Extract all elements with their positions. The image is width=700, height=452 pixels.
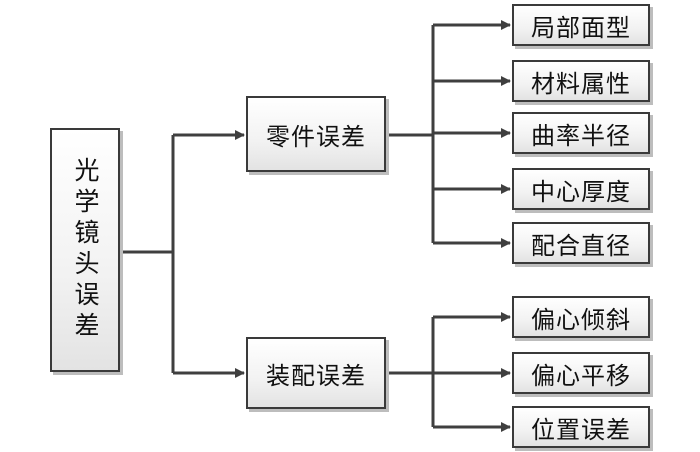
leaf-node-label: 位置误差 xyxy=(531,415,631,444)
leaf-node-label: 中心厚度 xyxy=(531,177,631,206)
leaf-node-decenter-shift: 偏心平移 xyxy=(512,352,650,394)
leaf-node-label: 局部面型 xyxy=(531,13,631,42)
leaf-node-label: 曲率半径 xyxy=(531,121,631,150)
leaf-node-position-error: 位置误差 xyxy=(512,406,650,448)
root-node-optical-lens-error: 光学镜头误差 xyxy=(50,128,120,372)
leaf-node-label: 材料属性 xyxy=(531,69,631,98)
leaf-node-center-thickness: 中心厚度 xyxy=(512,168,650,210)
branch-node-part-error: 零件误差 xyxy=(246,96,386,172)
leaf-node-label: 偏心倾斜 xyxy=(531,305,631,334)
leaf-node-decenter-tilt: 偏心倾斜 xyxy=(512,296,650,338)
branch-node-label: 零件误差 xyxy=(266,122,366,151)
leaf-node-material-property: 材料属性 xyxy=(512,60,650,102)
leaf-node-fit-diameter: 配合直径 xyxy=(512,222,650,264)
branch-node-label: 装配误差 xyxy=(266,361,366,390)
leaf-node-label: 配合直径 xyxy=(531,231,631,260)
root-node-label: 光学镜头误差 xyxy=(71,157,100,343)
branch-node-assembly-error: 装配误差 xyxy=(246,337,386,409)
leaf-node-local-surface: 局部面型 xyxy=(512,4,650,46)
leaf-node-curvature-radius: 曲率半径 xyxy=(512,112,650,154)
leaf-node-label: 偏心平移 xyxy=(531,361,631,390)
